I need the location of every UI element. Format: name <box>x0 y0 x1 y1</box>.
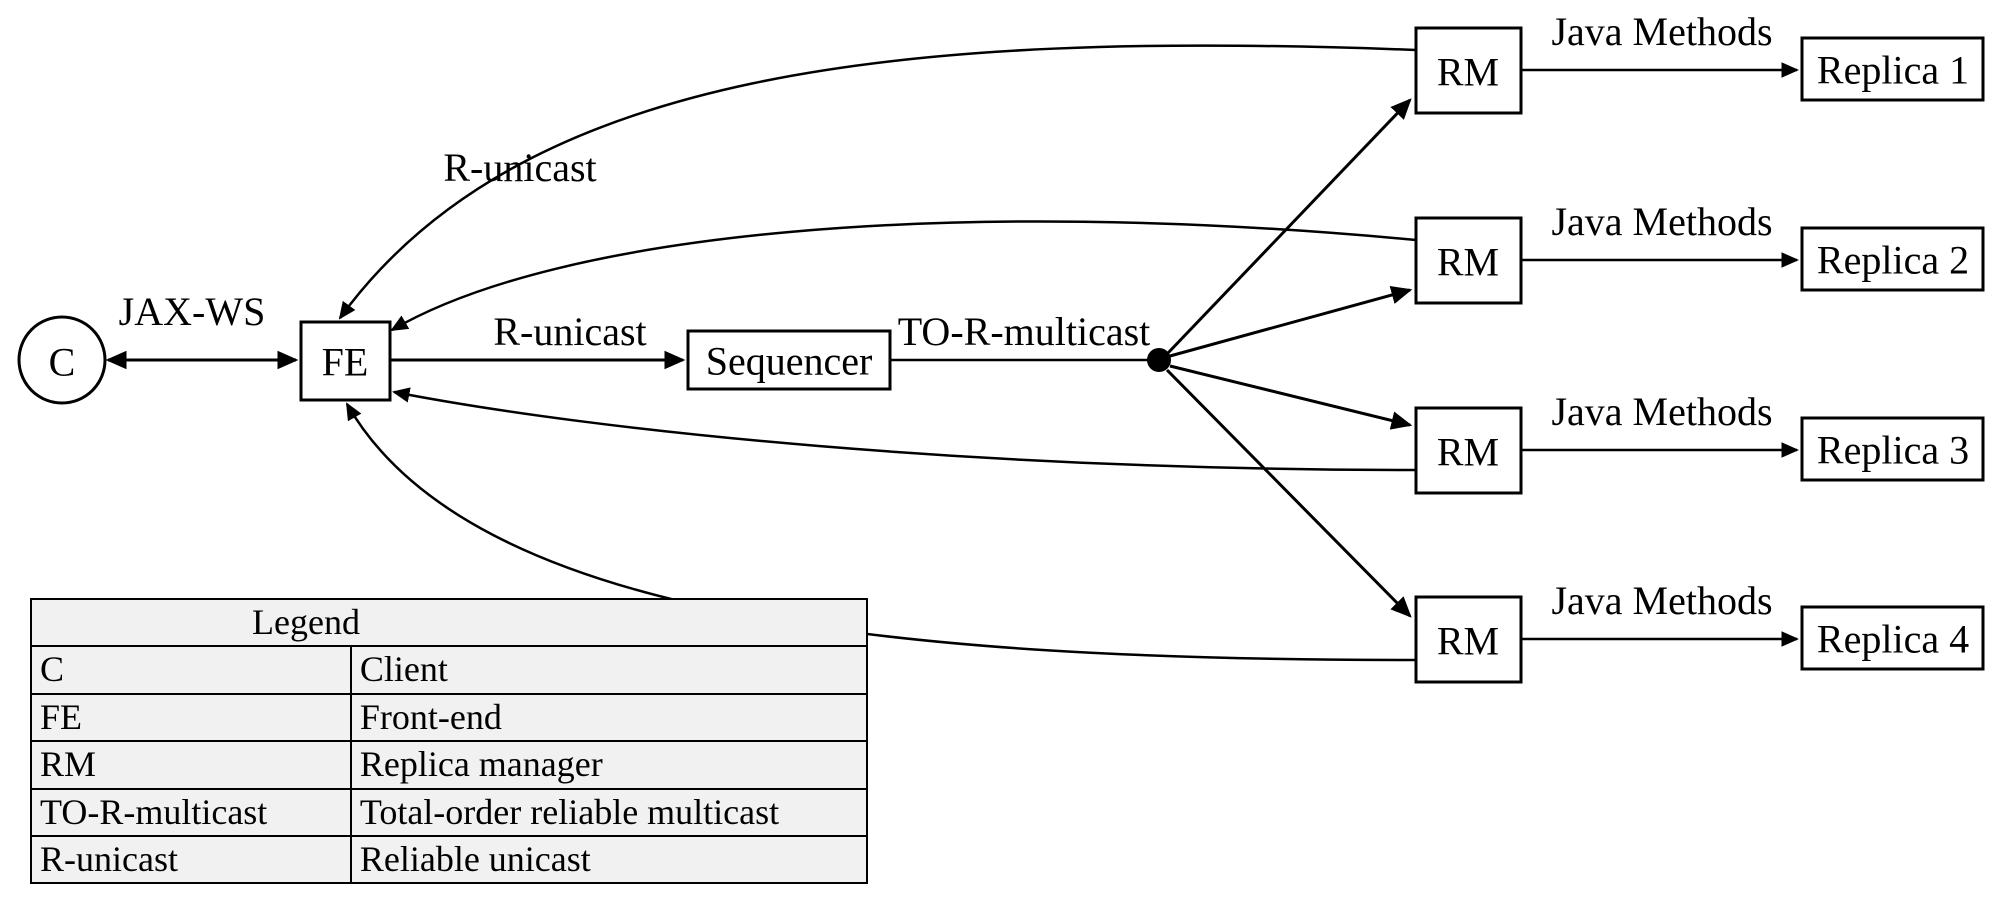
legend-key: FE <box>30 692 352 743</box>
node-replica4 <box>1800 605 1985 671</box>
node-rm1 <box>1414 26 1523 115</box>
legend-value: Replica manager <box>349 740 869 790</box>
node-replica3-label: Replica 3 <box>1817 428 1969 473</box>
node-client <box>17 315 107 405</box>
node-client-label: C <box>49 340 76 385</box>
node-rm1-label: RM <box>1437 50 1499 95</box>
node-replica2-label: Replica 2 <box>1817 238 1969 283</box>
legend-title: Legend <box>30 597 868 648</box>
node-sequencer-label: Sequencer <box>706 339 873 384</box>
node-rm2 <box>1414 216 1523 305</box>
legend-key: RM <box>30 740 352 790</box>
legend-table: Legend C Client FE Front-end RM Replica … <box>30 597 869 885</box>
node-replica1 <box>1800 36 1985 102</box>
legend-value: Reliable unicast <box>349 834 869 885</box>
legend-row: C Client <box>30 645 869 695</box>
r-unicast-upper-label: R-unicast <box>443 145 596 190</box>
legend-value: Client <box>349 645 869 695</box>
node-fe <box>299 320 392 402</box>
legend-key: R-unicast <box>30 834 352 885</box>
jax-ws-label: JAX-WS <box>119 289 266 334</box>
node-replica2 <box>1800 226 1985 292</box>
edge-junction-rm2 <box>1169 285 1413 358</box>
node-rm4-label: RM <box>1437 619 1499 664</box>
legend-value: Front-end <box>349 692 869 743</box>
node-rm3 <box>1414 406 1523 495</box>
java-methods-1-label: Java Methods <box>1551 9 1772 54</box>
edge-junction-rm3 <box>1169 364 1413 430</box>
node-replica3 <box>1800 416 1985 482</box>
node-rm4 <box>1414 595 1523 684</box>
node-rm3-label: RM <box>1437 430 1499 475</box>
edge-rm1-fe <box>338 44 1417 320</box>
node-replica4-label: Replica 4 <box>1817 617 1969 662</box>
legend-row: RM Replica manager <box>30 740 869 790</box>
node-sequencer <box>686 329 892 391</box>
multicast-junction-dot <box>1147 348 1171 372</box>
node-replica1-label: Replica 1 <box>1817 48 1969 93</box>
java-methods-2-label: Java Methods <box>1551 199 1772 244</box>
legend-value: Total-order reliable multicast <box>349 787 869 837</box>
node-fe-label: FE <box>322 340 369 385</box>
legend-header-row: Legend <box>30 597 868 648</box>
java-methods-3-label: Java Methods <box>1551 389 1772 434</box>
r-unicast-fe-sequencer-label: R-unicast <box>493 309 646 354</box>
legend-row: R-unicast Reliable unicast <box>30 834 869 885</box>
edge-rm2-fe <box>390 220 1417 332</box>
legend-row: TO-R-multicast Total-order reliable mult… <box>30 787 869 837</box>
to-r-multicast-label: TO-R-multicast <box>898 309 1151 354</box>
legend-key: TO-R-multicast <box>30 787 352 837</box>
edge-junction-rm4 <box>1165 368 1412 618</box>
java-methods-4-label: Java Methods <box>1551 578 1772 623</box>
edge-rm3-fe <box>392 387 1417 472</box>
legend-row: FE Front-end <box>30 692 869 743</box>
legend-key: C <box>30 645 352 695</box>
edge-junction-rm1 <box>1166 98 1412 355</box>
node-rm2-label: RM <box>1437 240 1499 285</box>
